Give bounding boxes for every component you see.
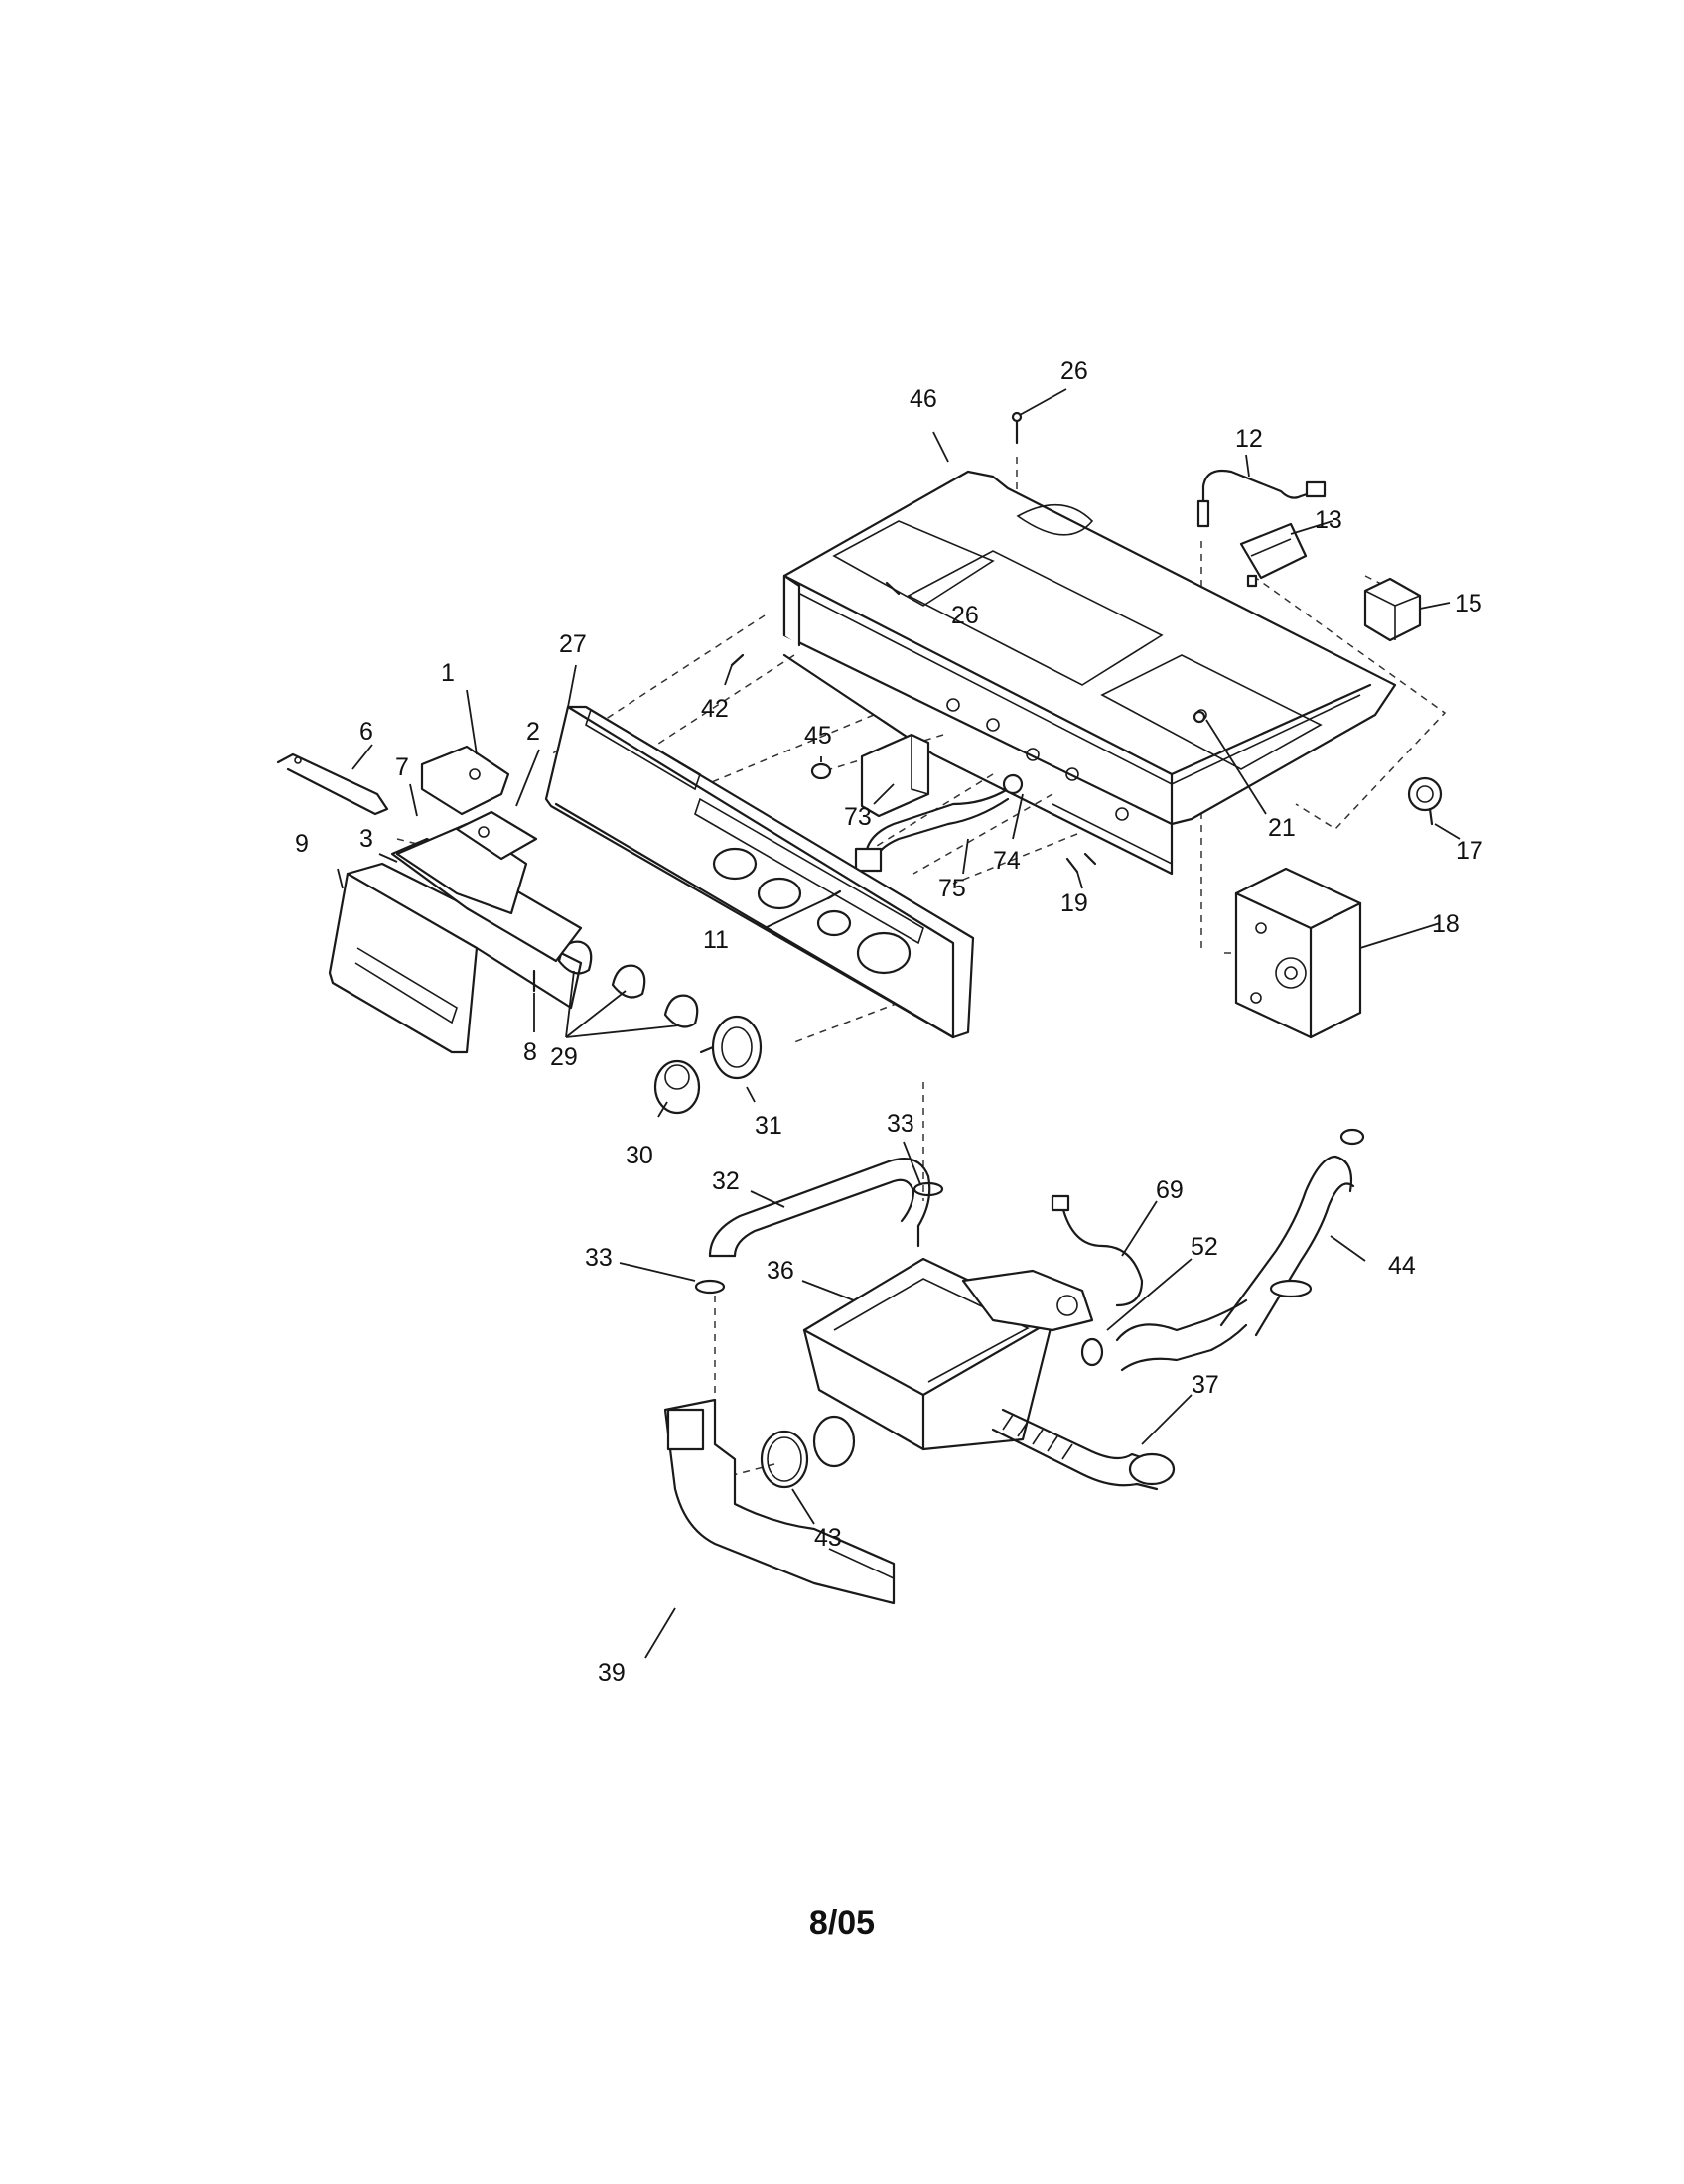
callout-9: 9 [295, 830, 309, 858]
leader-lines [337, 388, 1461, 1659]
callout-27: 27 [559, 630, 587, 658]
callout-18: 18 [1432, 910, 1460, 938]
callout-21: 21 [1268, 814, 1296, 842]
duct-part-39 [663, 1398, 896, 1605]
hose-part-32 [708, 1158, 931, 1258]
timer-part-18 [1234, 867, 1362, 1039]
callout-13: 13 [1315, 506, 1342, 534]
callout-3: 3 [359, 825, 373, 853]
callout-6: 6 [359, 718, 373, 746]
callout-36: 36 [767, 1257, 794, 1285]
callout-43: 43 [814, 1524, 842, 1552]
callout-15: 15 [1455, 590, 1482, 617]
callout-52: 52 [1191, 1233, 1218, 1261]
callout-75: 75 [938, 875, 966, 902]
callout-labels: 46 26 12 13 15 26 27 42 1 2 6 7 45 21 17… [295, 357, 1483, 1687]
bracket-part-73 [860, 733, 930, 818]
callout-42: 42 [701, 695, 729, 723]
bellows-hose-part-37 [991, 1408, 1176, 1491]
callout-26-mid: 26 [951, 602, 979, 629]
callout-74: 74 [993, 847, 1021, 875]
callout-39: 39 [598, 1659, 626, 1687]
screw-part-21 [1193, 710, 1206, 724]
callout-8: 8 [523, 1038, 537, 1066]
callout-1: 1 [441, 659, 455, 687]
siphon-cap-part-2 [455, 810, 538, 861]
dispenser-housing-part-36 [802, 1257, 1094, 1451]
callout-73: 73 [844, 803, 872, 831]
callout-31: 31 [755, 1112, 782, 1140]
plug-part-45 [810, 762, 832, 780]
callout-37: 37 [1192, 1371, 1219, 1399]
wire-sensor-part-12 [1196, 469, 1327, 528]
knob-skirt-part-31 [699, 1015, 763, 1080]
base-frame-part-46 [782, 470, 1397, 876]
hose-part-52 [1080, 1298, 1248, 1372]
callout-17: 17 [1456, 837, 1483, 865]
switch-part-13 [1239, 522, 1308, 588]
screw-part-19 [1065, 852, 1097, 874]
callout-11: 11 [703, 926, 729, 954]
callout-29: 29 [550, 1043, 578, 1071]
control-panel-part-27 [544, 705, 975, 1039]
screw-part-26 [885, 411, 1023, 596]
callout-26-top: 26 [1060, 357, 1088, 385]
pressure-switch-part-17 [1407, 776, 1443, 826]
clamp-part-33-upper [912, 1181, 944, 1197]
button-caps-part-29 [557, 940, 699, 1028]
callout-32: 32 [712, 1167, 740, 1195]
clamp-part-33-lower [694, 1279, 726, 1295]
callout-2: 2 [526, 718, 540, 746]
callout-46: 46 [910, 385, 937, 413]
drawer-rail-part-6 [276, 752, 389, 816]
callout-33-left: 33 [585, 1244, 613, 1272]
callout-45: 45 [804, 722, 832, 750]
knob-part-30 [653, 1059, 701, 1115]
screw-part-42 [730, 653, 745, 667]
gasket-part-43 [760, 1415, 856, 1489]
siphon-cap-part-1 [420, 745, 510, 816]
drain-hose-part-44 [1219, 1128, 1365, 1337]
callout-69: 69 [1156, 1176, 1184, 1204]
relay-part-15 [1363, 577, 1422, 642]
callout-19: 19 [1060, 889, 1088, 917]
callout-44: 44 [1388, 1252, 1416, 1280]
wire-harness-part-75 [854, 773, 1024, 873]
callout-30: 30 [626, 1142, 653, 1169]
callout-7: 7 [395, 753, 409, 781]
callout-33-top: 33 [887, 1110, 914, 1138]
callout-12: 12 [1235, 425, 1263, 453]
footer-date-code: 8/05 [808, 1904, 876, 1942]
